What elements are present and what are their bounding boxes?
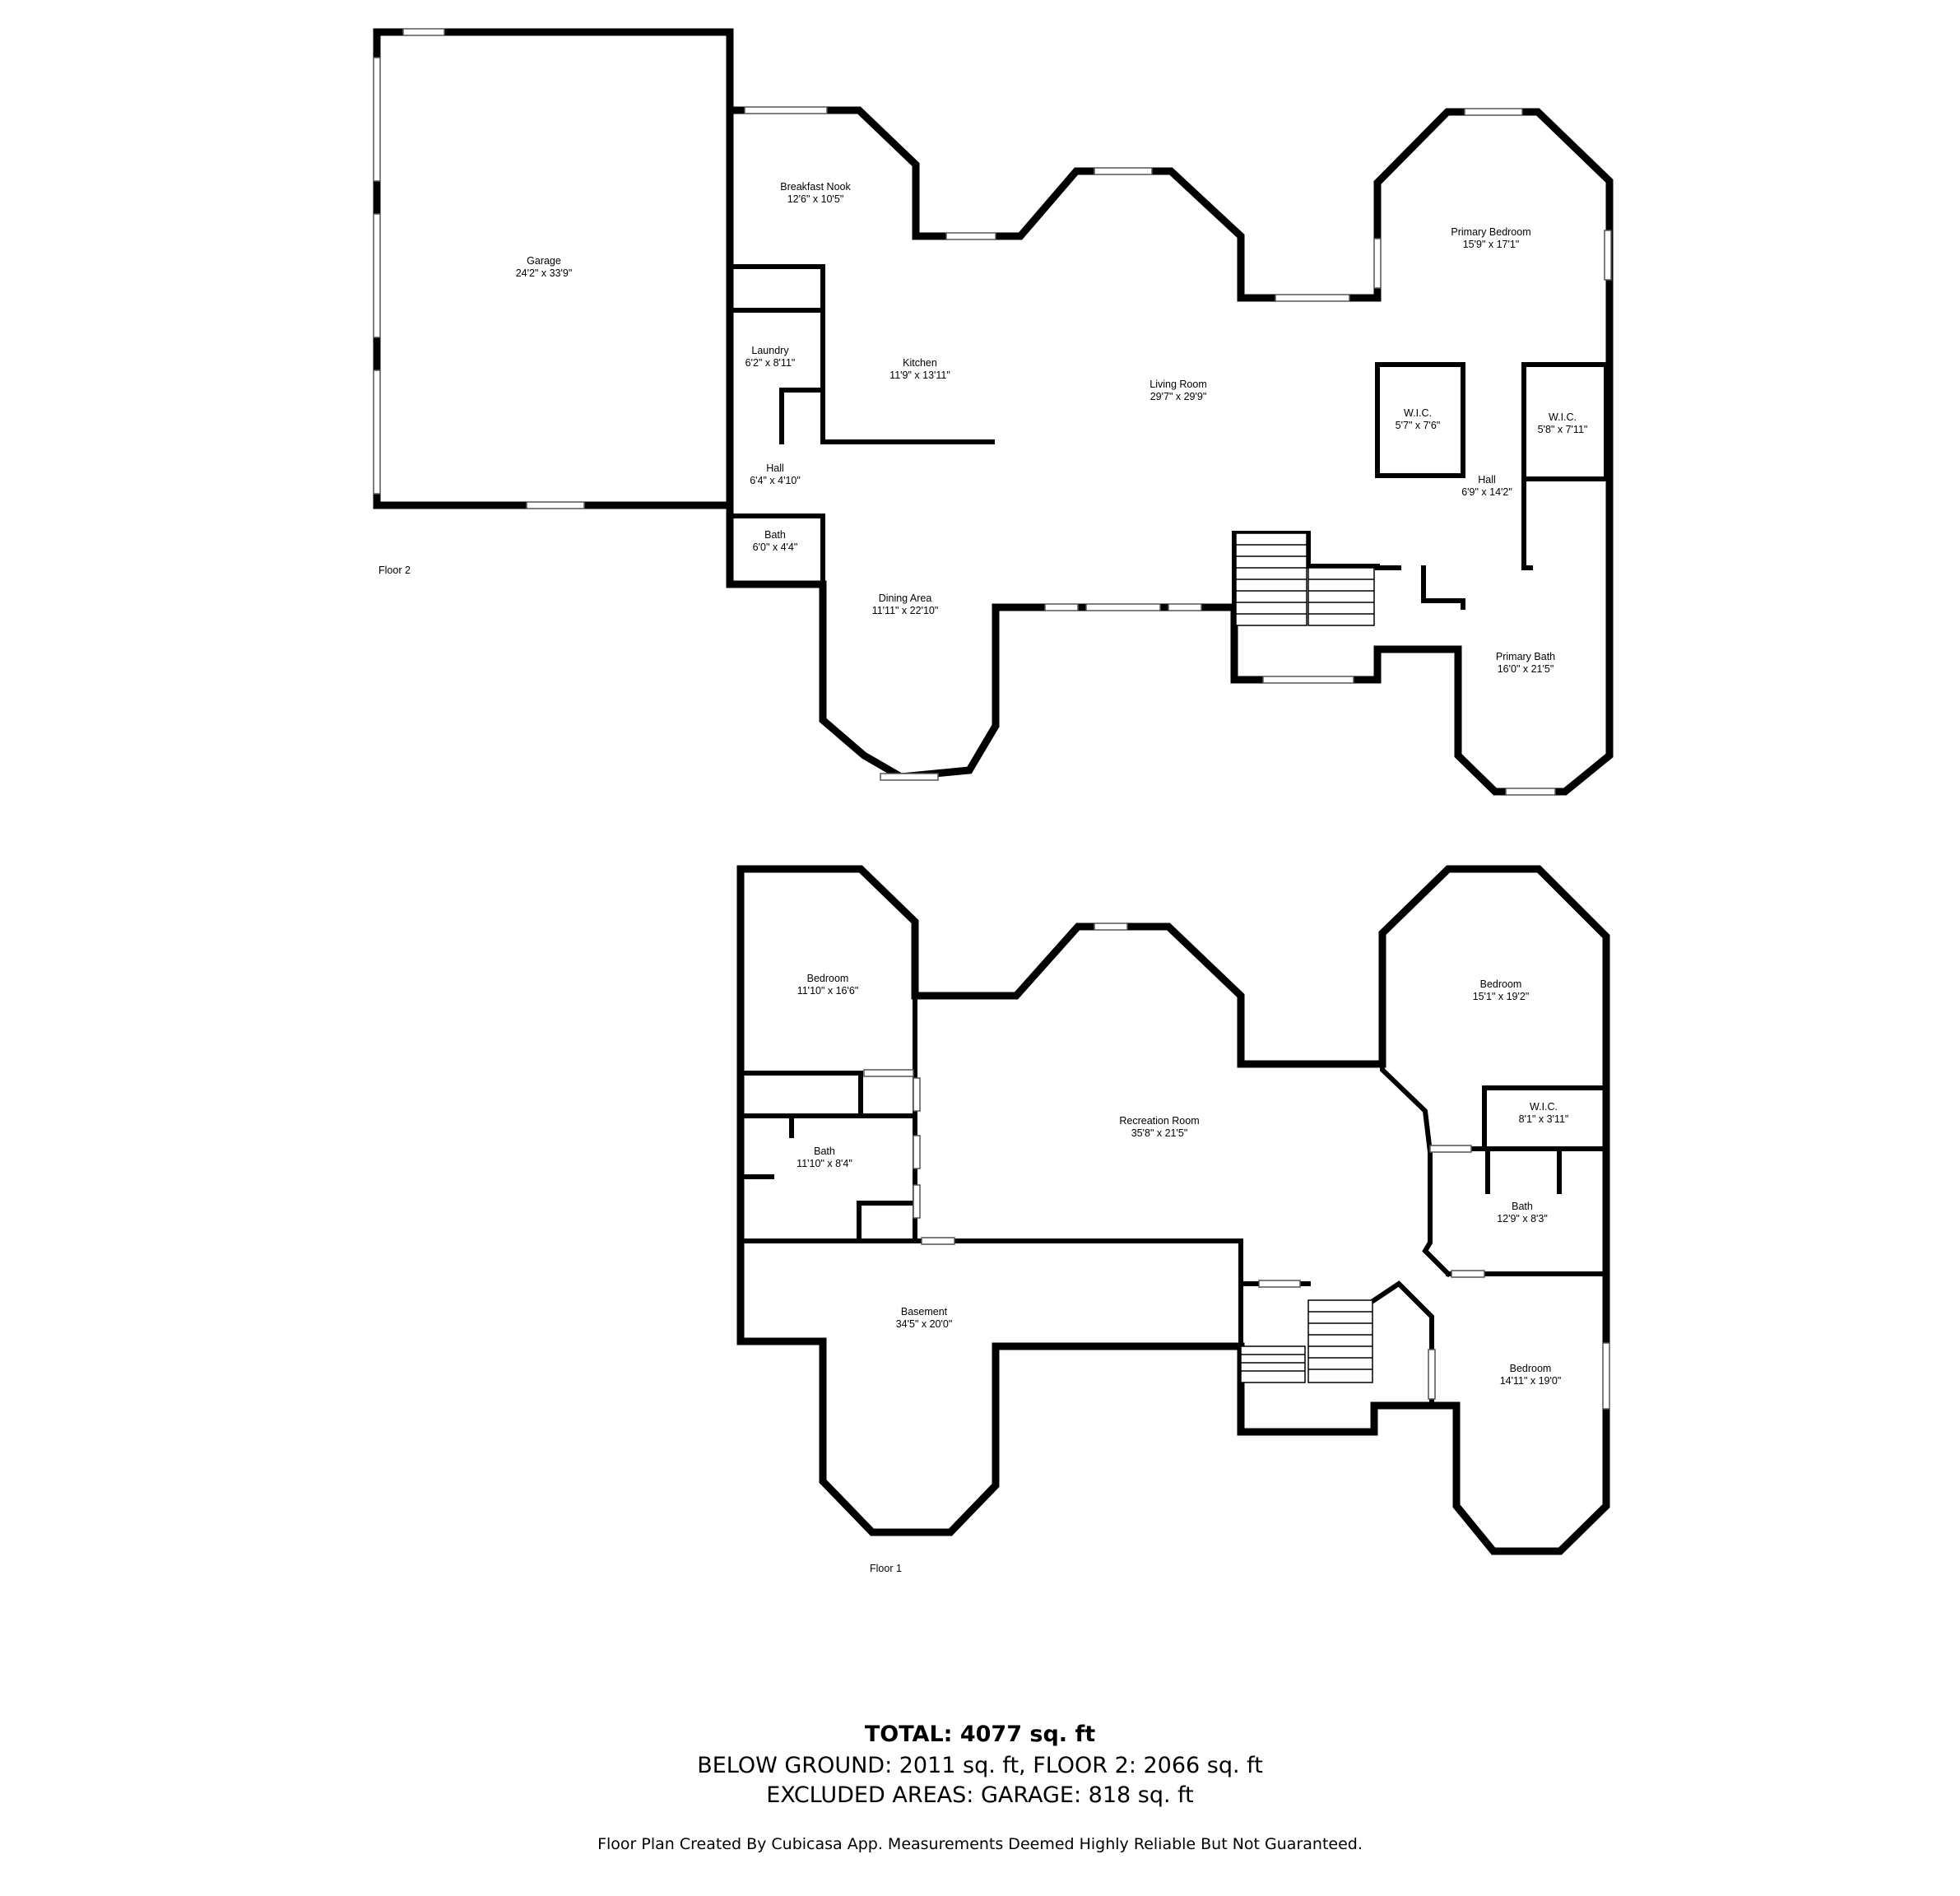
room-label-wic-lower: W.I.C. 8'1" x 3'11" <box>1519 1101 1569 1125</box>
svg-text:6'4" x 4'10": 6'4" x 4'10" <box>750 475 801 486</box>
svg-text:Primary Bedroom: Primary Bedroom <box>1451 226 1530 238</box>
svg-text:5'8" x 7'11": 5'8" x 7'11" <box>1538 424 1588 435</box>
floor-2-stair-walls <box>1232 531 1380 610</box>
svg-text:Breakfast Nook: Breakfast Nook <box>780 181 851 193</box>
room-label-bath-lower-left: Bath 11'10" x 8'4" <box>797 1146 852 1169</box>
svg-text:Bath: Bath <box>1512 1201 1533 1212</box>
svg-text:11'10" x 8'4": 11'10" x 8'4" <box>797 1158 852 1169</box>
svg-text:Bedroom: Bedroom <box>1510 1363 1552 1374</box>
svg-text:16'0" x 21'5": 16'0" x 21'5" <box>1498 663 1554 675</box>
room-label-bedroom-right-bottom: Bedroom 14'11" x 19'0" <box>1500 1363 1562 1387</box>
svg-text:Dining Area: Dining Area <box>879 592 932 604</box>
svg-text:6'9" x 14'2": 6'9" x 14'2" <box>1461 486 1512 498</box>
total-area: TOTAL: 4077 sq. ft <box>0 1722 1960 1747</box>
svg-text:29'7" x 29'9": 29'7" x 29'9" <box>1150 391 1207 402</box>
floor-2-windows <box>373 28 1612 796</box>
room-label-primary-bath: Primary Bath 16'0" x 21'5" <box>1496 651 1555 675</box>
svg-text:W.I.C.: W.I.C. <box>1549 411 1577 423</box>
svg-text:6'0" x 4'4": 6'0" x 4'4" <box>753 541 798 553</box>
svg-text:15'1" x 19'2": 15'1" x 19'2" <box>1473 991 1530 1002</box>
svg-text:11'9" x 13'11": 11'9" x 13'11" <box>889 369 950 381</box>
room-label-hall-right: Hall 6'9" x 14'2" <box>1461 474 1512 498</box>
floor-1-windows <box>863 922 1610 1410</box>
floor-2-label: Floor 2 <box>379 565 411 576</box>
floor-1-plan <box>736 865 1610 1555</box>
total-label: TOTAL: <box>864 1722 953 1747</box>
room-label-basement: Basement 34'5" x 20'0" <box>896 1306 953 1330</box>
svg-text:8'1" x 3'11": 8'1" x 3'11" <box>1519 1113 1569 1125</box>
svg-text:W.I.C.: W.I.C. <box>1404 407 1432 419</box>
room-label-dining-area: Dining Area 11'11" x 22'10" <box>872 592 939 616</box>
room-label-bedroom-left: Bedroom 11'10" x 16'6" <box>797 973 859 997</box>
floor-1-interior-walls <box>738 993 1609 1408</box>
svg-text:Bedroom: Bedroom <box>1480 978 1522 990</box>
room-label-garage: Garage 24'2" x 33'9" <box>516 255 573 279</box>
svg-text:11'10" x 16'6": 11'10" x 16'6" <box>797 985 859 997</box>
svg-text:Recreation Room: Recreation Room <box>1119 1115 1199 1127</box>
svg-text:Hall: Hall <box>1478 474 1496 486</box>
svg-text:11'11" x 22'10": 11'11" x 22'10" <box>872 605 939 616</box>
svg-text:Bath: Bath <box>814 1146 835 1157</box>
svg-text:14'11" x 19'0": 14'11" x 19'0" <box>1500 1375 1562 1387</box>
svg-text:5'7" x 7'6": 5'7" x 7'6" <box>1396 420 1441 431</box>
svg-text:Laundry: Laundry <box>751 345 789 356</box>
svg-text:Kitchen: Kitchen <box>903 357 937 369</box>
room-label-bedroom-right-top: Bedroom 15'1" x 19'2" <box>1473 978 1530 1002</box>
svg-text:Primary Bath: Primary Bath <box>1496 651 1555 662</box>
svg-text:Living Room: Living Room <box>1150 379 1206 390</box>
floor-2-interior-walls <box>731 264 1609 610</box>
room-label-wic-left: W.I.C. 5'7" x 7'6" <box>1396 407 1441 431</box>
room-label-wic-right: W.I.C. 5'8" x 7'11" <box>1538 411 1588 435</box>
floor-2-plan <box>373 28 1614 796</box>
floor-2-main-walls <box>726 106 1614 796</box>
floor-1-stairs <box>1240 1299 1373 1383</box>
total-value: 4077 sq. ft <box>959 1722 1096 1747</box>
svg-text:Basement: Basement <box>901 1306 948 1317</box>
room-label-kitchen: Kitchen 11'9" x 13'11" <box>889 357 950 381</box>
floor-1-main-walls <box>736 865 1610 1555</box>
svg-text:6'2" x 8'11": 6'2" x 8'11" <box>745 357 796 369</box>
room-label-laundry: Laundry 6'2" x 8'11" <box>745 345 796 369</box>
excluded-areas: EXCLUDED AREAS: GARAGE: 818 sq. ft <box>766 1782 1194 1808</box>
svg-text:12'9" x 8'3": 12'9" x 8'3" <box>1497 1213 1548 1224</box>
disclaimer: Floor Plan Created By Cubicasa App. Meas… <box>597 1835 1363 1853</box>
svg-text:Garage: Garage <box>527 255 561 267</box>
svg-text:24'2" x 33'9": 24'2" x 33'9" <box>516 267 573 279</box>
svg-text:15'9" x 17'1": 15'9" x 17'1" <box>1463 239 1520 250</box>
svg-text:Hall: Hall <box>766 462 784 474</box>
room-label-breakfast-nook: Breakfast Nook 12'6" x 10'5" <box>780 181 851 205</box>
room-label-living-room: Living Room 29'7" x 29'9" <box>1150 379 1206 402</box>
svg-text:34'5" x 20'0": 34'5" x 20'0" <box>896 1318 953 1330</box>
svg-text:Bath: Bath <box>764 529 786 541</box>
room-labels: Garage 24'2" x 33'9" Breakfast Nook 12'6… <box>516 181 1588 1387</box>
room-label-bath-upper: Bath 6'0" x 4'4" <box>753 529 798 553</box>
room-label-hall-left: Hall 6'4" x 4'10" <box>750 462 801 486</box>
room-label-bath-lower-right: Bath 12'9" x 8'3" <box>1497 1201 1548 1224</box>
areas-breakdown: BELOW GROUND: 2011 sq. ft, FLOOR 2: 2066… <box>697 1753 1263 1778</box>
svg-text:12'6" x 10'5": 12'6" x 10'5" <box>787 193 844 205</box>
svg-text:W.I.C.: W.I.C. <box>1530 1101 1558 1113</box>
floor-1-label: Floor 1 <box>870 1563 902 1574</box>
floor-2-stairs <box>1235 532 1375 626</box>
room-label-primary-bedroom: Primary Bedroom 15'9" x 17'1" <box>1451 226 1530 250</box>
svg-text:Bedroom: Bedroom <box>807 973 849 984</box>
room-label-recreation-room: Recreation Room 35'8" x 21'5" <box>1119 1115 1199 1139</box>
svg-text:35'8" x 21'5": 35'8" x 21'5" <box>1131 1127 1188 1139</box>
